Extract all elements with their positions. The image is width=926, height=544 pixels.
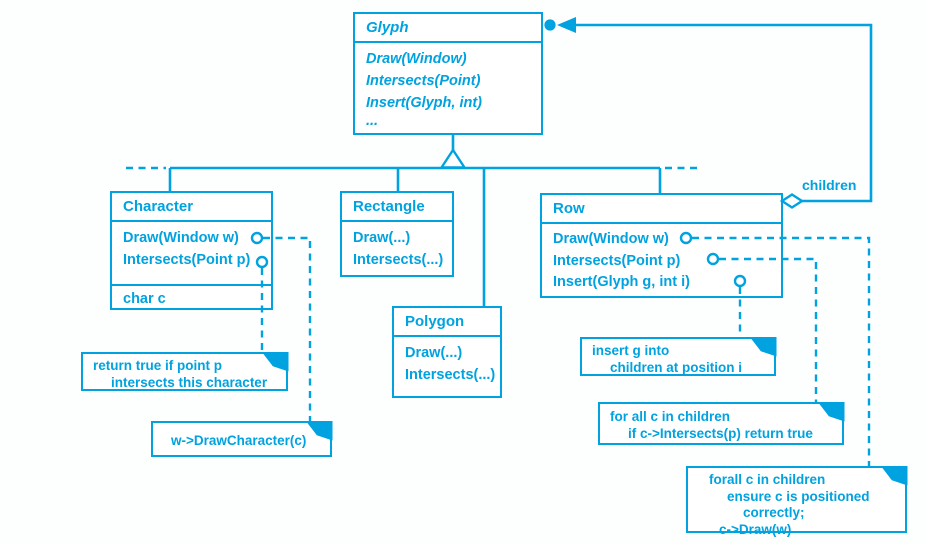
note-draw-character: w->DrawCharacter(c) bbox=[151, 420, 333, 457]
note-line: w->DrawCharacter(c) bbox=[171, 433, 307, 448]
note-line: ensure c is positioned bbox=[727, 488, 870, 504]
note-insert-row: insert g into children at position i bbox=[580, 336, 777, 376]
note-line: insert g into bbox=[592, 343, 670, 358]
note-line: return true if point p bbox=[93, 358, 222, 373]
class-methods-character: Draw(Window w) Intersects(Point p) bbox=[112, 222, 271, 284]
arrowhead-icon bbox=[557, 17, 576, 33]
method-label: Intersects(...) bbox=[405, 367, 496, 383]
note-line: correctly; bbox=[743, 505, 805, 520]
class-name-polygon: Polygon bbox=[394, 308, 500, 337]
note-line: for all c in children bbox=[610, 409, 731, 424]
note-fold-icon bbox=[305, 420, 333, 441]
note-fold-icon bbox=[749, 336, 777, 357]
class-methods-glyph: Draw(Window) Intersects(Point) Insert(Gl… bbox=[355, 43, 541, 128]
association-dot-icon bbox=[544, 19, 556, 31]
note-line: if c->Intersects(p) return true bbox=[628, 425, 813, 441]
class-attributes-character: char c bbox=[112, 284, 271, 310]
method-label: Draw(Window w) bbox=[553, 231, 669, 247]
children-label: children bbox=[802, 177, 857, 193]
class-box-row: Row Draw(Window w) Intersects(Point p) I… bbox=[540, 193, 783, 298]
inheritance-triangle-icon bbox=[439, 147, 467, 169]
note-fold-icon bbox=[817, 401, 845, 422]
class-box-glyph: Glyph Draw(Window) Intersects(Point) Ins… bbox=[353, 12, 543, 135]
attribute-label: char c bbox=[123, 291, 166, 307]
note-line: forall c in children bbox=[709, 472, 826, 487]
class-methods-row: Draw(Window w) Intersects(Point p) Inser… bbox=[542, 224, 781, 294]
method-label: Draw(...) bbox=[405, 345, 463, 361]
method-label: Draw(Window) bbox=[366, 51, 467, 67]
note-intersects-row: for all c in children if c->Intersects(p… bbox=[598, 401, 845, 445]
note-line: children at position i bbox=[610, 359, 743, 375]
note-fold-icon bbox=[880, 465, 908, 486]
method-label: Insert(Glyph, int) bbox=[366, 95, 482, 111]
class-name-row: Row bbox=[542, 195, 781, 224]
aggregation-diamond-icon bbox=[779, 193, 805, 209]
children-association-line bbox=[574, 23, 873, 203]
note-draw-row: forall c in children ensure c is positio… bbox=[686, 465, 908, 537]
note-intersects-character: return true if point p intersects this c… bbox=[81, 351, 289, 391]
method-label: Insert(Glyph g, int i) bbox=[553, 274, 690, 290]
class-name-glyph: Glyph bbox=[355, 14, 541, 43]
note-fold-icon bbox=[261, 351, 289, 372]
method-label: Draw(...) bbox=[353, 230, 411, 246]
class-name-character: Character bbox=[112, 193, 271, 222]
method-label: Intersects(Point p) bbox=[553, 252, 681, 269]
method-label: Intersects(Point) bbox=[366, 73, 481, 89]
class-box-character: Character Draw(Window w) Intersects(Poin… bbox=[110, 191, 273, 310]
note-line: c->Draw(w) bbox=[719, 521, 792, 537]
class-methods-polygon: Draw(...) Intersects(...) bbox=[394, 337, 500, 386]
method-label: Intersects(...) bbox=[353, 252, 444, 268]
class-name-rectangle: Rectangle bbox=[342, 193, 452, 222]
method-label: Intersects(Point p) bbox=[123, 252, 251, 268]
class-methods-rectangle: Draw(...) Intersects(...) bbox=[342, 222, 452, 271]
method-label: ... bbox=[366, 113, 379, 129]
note-line: intersects this character bbox=[111, 374, 268, 390]
method-label: Draw(Window w) bbox=[123, 230, 239, 246]
class-box-rectangle: Rectangle Draw(...) Intersects(...) bbox=[340, 191, 454, 277]
class-box-polygon: Polygon Draw(...) Intersects(...) bbox=[392, 306, 502, 398]
